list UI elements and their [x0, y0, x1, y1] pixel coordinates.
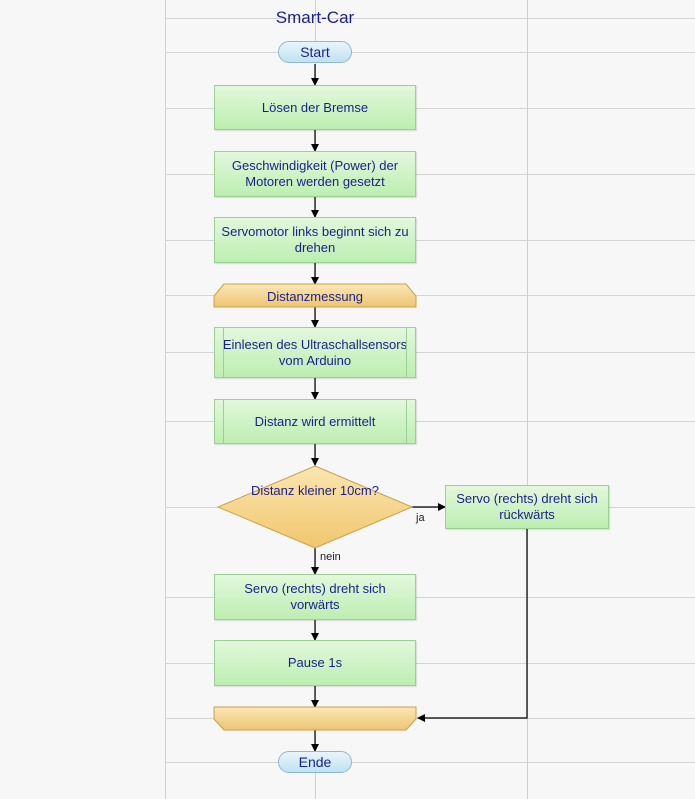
arrow-backward-to-loop-end [417, 529, 528, 722]
grid-row-line [165, 762, 695, 763]
grid-row-line [165, 108, 695, 109]
step-servo-left[interactable]: Servomotor links beginnt sich zu drehen [214, 217, 416, 263]
grid-row-line [165, 421, 695, 422]
grid-column-line [165, 0, 166, 799]
grid-row-line [165, 18, 695, 19]
grid-column-line [527, 0, 528, 799]
step-servo-backward[interactable]: Servo (rechts) dreht sich rückwärts [445, 485, 609, 529]
loop-end-shape [213, 706, 417, 731]
diagram-title: Smart-Car [275, 8, 355, 27]
step-distance[interactable]: Distanz wird ermittelt [214, 399, 416, 444]
decision-label: Distanz kleiner 10cm? [251, 483, 379, 498]
grid-row-line [165, 240, 695, 241]
grid-row-line [165, 352, 695, 353]
step-pause[interactable]: Pause 1s [214, 640, 416, 686]
end-terminal[interactable]: Ende [278, 751, 352, 773]
step-servo-forward[interactable]: Servo (rechts) dreht sich vorwärts [214, 574, 416, 620]
grid-row-line [165, 174, 695, 175]
start-terminal[interactable]: Start [278, 41, 352, 63]
loop-start-label: Distanzmessung [266, 289, 364, 304]
decision-yes-label: ja [416, 512, 425, 524]
decision-diamond [216, 465, 414, 549]
step-release-brake[interactable]: Lösen der Bremse [214, 85, 416, 130]
grid-row-line [165, 597, 695, 598]
loop-start-shape [213, 283, 417, 308]
decision-no-label: nein [320, 551, 341, 563]
step-set-speed[interactable]: Geschwindigkeit (Power) der Motoren werd… [214, 151, 416, 197]
grid-row-line [165, 663, 695, 664]
grid-row-line [165, 52, 695, 53]
grid-row-line [165, 295, 695, 296]
step-read-sensor[interactable]: Einlesen des Ultraschallsensors vom Ardu… [214, 327, 416, 378]
